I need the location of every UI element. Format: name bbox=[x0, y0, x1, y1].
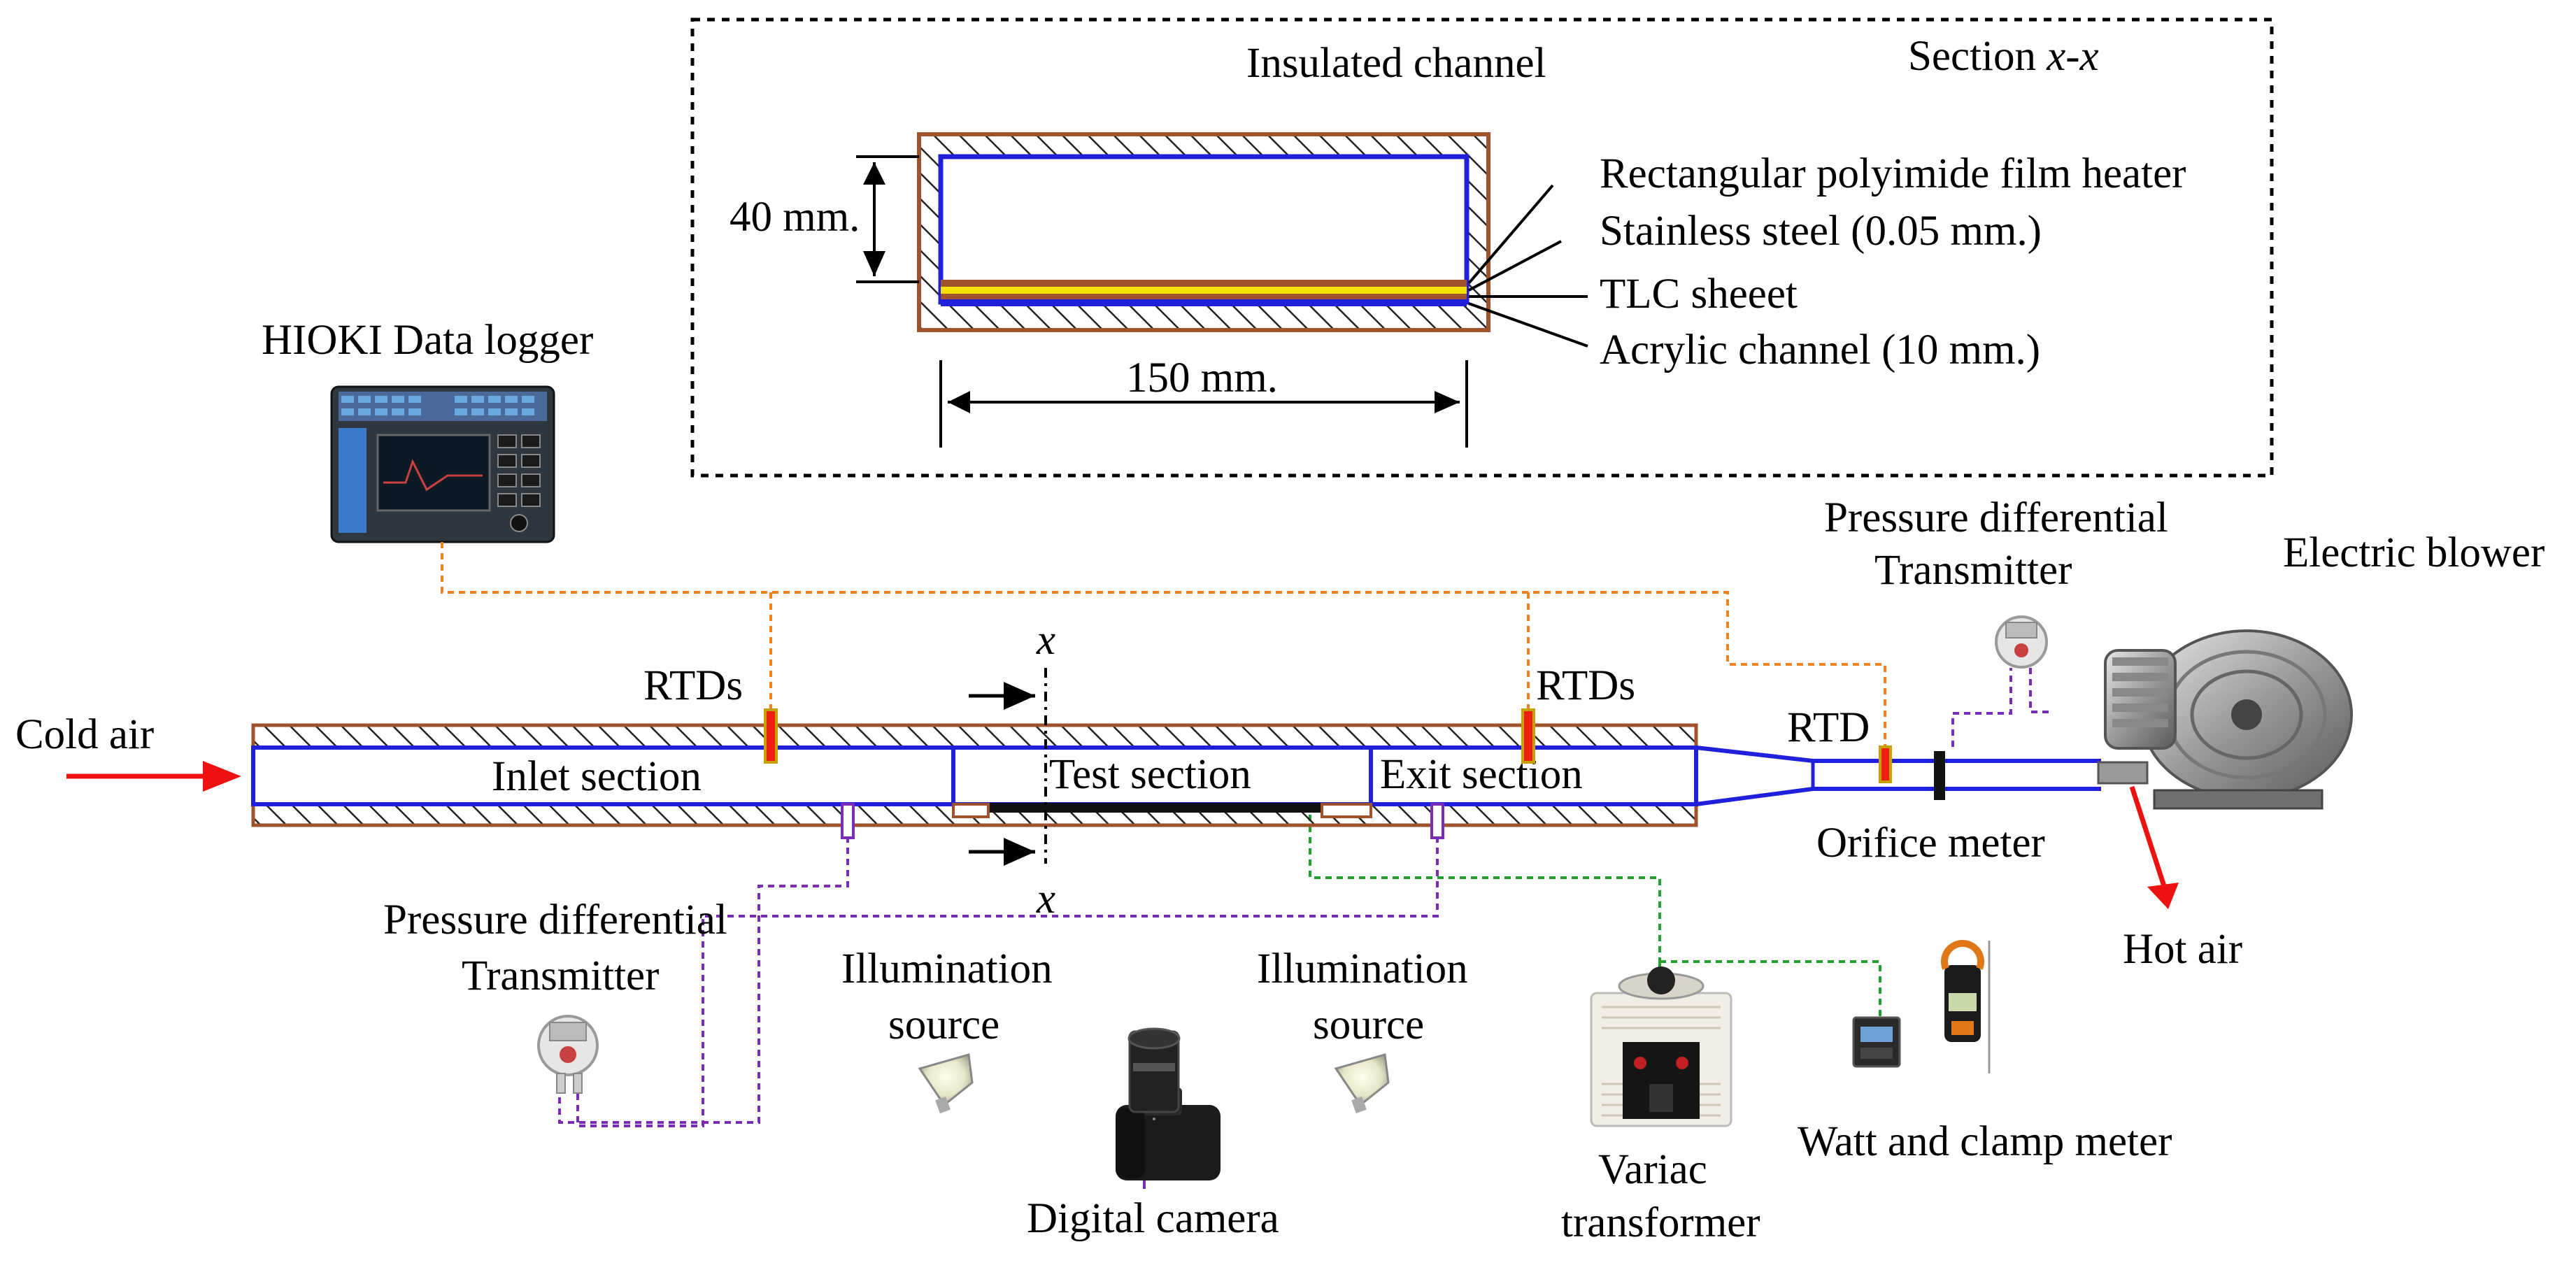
inlet-section-label: Inlet section bbox=[492, 753, 702, 800]
electric-blower-label: Electric blower bbox=[2283, 529, 2545, 576]
digital-camera-label: Digital camera bbox=[1027, 1195, 1279, 1242]
data-logger: HIOKI Data logger bbox=[262, 317, 593, 543]
layer-label-heater: Rectangular polyimide film heater bbox=[1600, 150, 2186, 197]
contraction-lower bbox=[1695, 787, 2101, 806]
layer-label-steel: Stainless steel (0.05 mm.) bbox=[1600, 208, 2042, 255]
section-cut-marker: x x bbox=[969, 617, 1055, 922]
pdt-bottom-label-1: Pressure differential bbox=[383, 897, 727, 943]
pressure-tap-exit bbox=[1430, 803, 1444, 839]
orifice-meter-label: Orifice meter bbox=[1816, 820, 2045, 866]
pressure-tap-inlet bbox=[841, 803, 855, 839]
rtd-label: RTD bbox=[1787, 704, 1870, 751]
bulb-right-icon bbox=[1334, 1053, 1390, 1107]
variac-transformer: Variac transformer bbox=[1561, 966, 1760, 1246]
rtd-probe-exit bbox=[1521, 708, 1535, 764]
section-inset: Section x-x Insulated channel 40 mm. 150… bbox=[690, 17, 2274, 478]
pressure-wires bbox=[558, 668, 2053, 1127]
watt-clamp-meter: Watt and clamp meter bbox=[1798, 940, 2172, 1165]
data-logger-label: HIOKI Data logger bbox=[262, 317, 593, 364]
variac-label-1: Variac bbox=[1598, 1146, 1707, 1193]
hot-air-label: Hot air bbox=[2123, 926, 2242, 973]
exit-section-insert bbox=[1321, 803, 1372, 818]
test-section-insert bbox=[952, 803, 990, 818]
variac-label-2: transformer bbox=[1561, 1199, 1760, 1246]
tlc-layer bbox=[941, 294, 1467, 299]
section-mark-bottom: x bbox=[1036, 876, 1055, 922]
watt-clamp-label: Watt and clamp meter bbox=[1798, 1118, 2172, 1165]
logger-wires bbox=[441, 542, 1886, 747]
acrylic-layer bbox=[941, 299, 1467, 306]
duct-channel bbox=[251, 745, 1698, 806]
test-section-label: Test section bbox=[1049, 751, 1251, 798]
pdt-top-label-2: Transmitter bbox=[1874, 547, 2072, 594]
height-dimension: 40 mm. bbox=[730, 155, 919, 283]
illum-left-label-1: Illumination bbox=[841, 946, 1053, 992]
width-label: 150 mm. bbox=[1126, 355, 1278, 401]
illumination-right: Illumination source bbox=[1257, 946, 1468, 1114]
pdt-bottom-label-2: Transmitter bbox=[462, 952, 659, 999]
bulb-left-icon bbox=[918, 1053, 974, 1107]
channel-cross-section bbox=[917, 132, 1490, 332]
section-frame bbox=[690, 17, 2274, 478]
sensors bbox=[764, 708, 1945, 839]
section-mark-top: x bbox=[1036, 617, 1055, 664]
rtd-probe-inlet bbox=[764, 708, 778, 764]
illum-right-label-2: source bbox=[1313, 1001, 1424, 1048]
rtds-right-label: RTDs bbox=[1536, 662, 1635, 709]
air-gap bbox=[938, 154, 1470, 305]
insulated-channel-label: Insulated channel bbox=[1246, 40, 1546, 87]
test-heater-plate bbox=[988, 803, 1322, 813]
pdt-top-label-1: Pressure differential bbox=[1824, 494, 2168, 541]
exit-section-label: Exit section bbox=[1380, 751, 1583, 798]
digital-camera: Digital camera bbox=[1027, 1027, 1279, 1242]
layer-label-acrylic: Acrylic channel (10 mm.) bbox=[1600, 327, 2040, 373]
rtd-probe-outlet bbox=[1879, 745, 1892, 783]
cold-air-label: Cold air bbox=[15, 711, 154, 758]
electric-blower: Electric blower bbox=[2097, 529, 2545, 810]
illumination-left: Illumination source bbox=[841, 946, 1053, 1114]
pressure-transmitter-top: Pressure differential Transmitter bbox=[1824, 494, 2168, 669]
width-dimension: 150 mm. bbox=[939, 355, 1468, 448]
illum-right-label-1: Illumination bbox=[1257, 946, 1468, 992]
stainless-steel-layer bbox=[941, 280, 1467, 287]
layer-label-tlc: TLC sheeet bbox=[1600, 271, 1798, 317]
rtds-left-label: RTDs bbox=[643, 662, 743, 709]
height-label: 40 mm. bbox=[730, 194, 860, 241]
heater-layer bbox=[941, 287, 1467, 294]
illum-left-label-2: source bbox=[888, 1001, 999, 1048]
contraction-upper bbox=[1695, 745, 2101, 763]
hot-air-outlet: Hot air bbox=[2123, 785, 2242, 973]
pressure-transmitter-bottom: Pressure differential Transmitter bbox=[383, 897, 727, 1094]
main-duct: Inlet section Test section Exit section bbox=[251, 723, 2101, 827]
orifice-plate bbox=[1934, 751, 1945, 800]
duct-top-insulation bbox=[251, 723, 1698, 750]
layer-leaders bbox=[1467, 184, 1588, 348]
cold-air-inlet: Cold air bbox=[15, 711, 241, 792]
section-title: Section x-x bbox=[1908, 33, 2099, 80]
